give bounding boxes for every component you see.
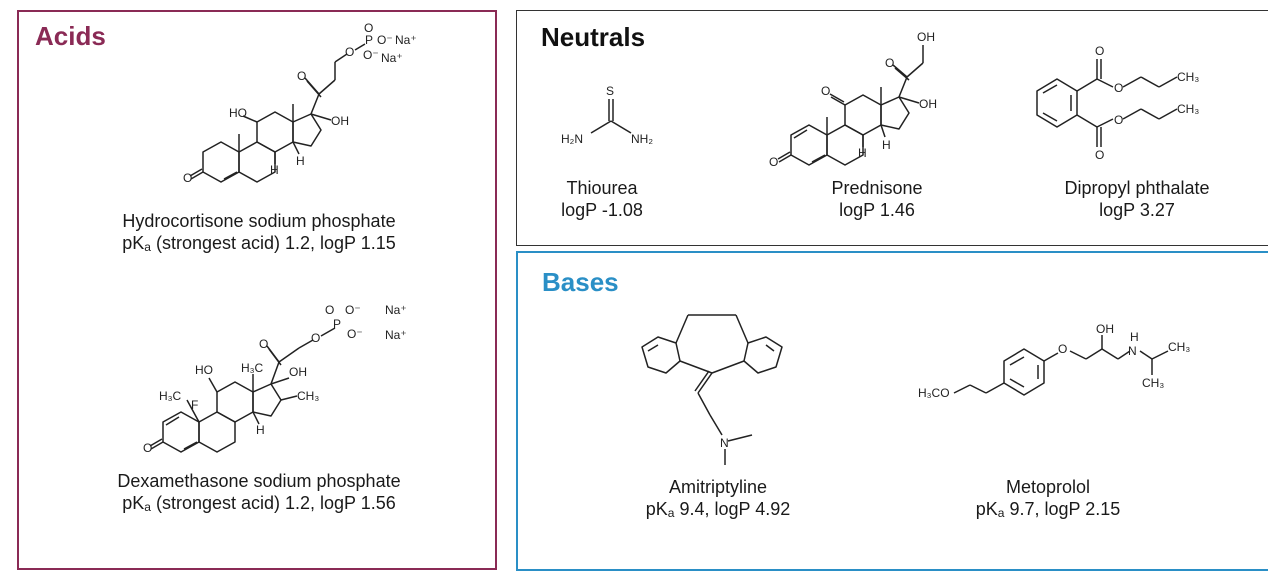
atom-label-p: P: [333, 317, 341, 331]
atom-label-h: H: [256, 423, 265, 437]
atom-label-oh: OH: [1096, 322, 1114, 336]
hydrocortisone-caption: Hydrocortisone sodium phosphate pKa (str…: [19, 210, 499, 254]
atom-label-s: S: [606, 84, 614, 98]
bases-title: Bases: [542, 267, 619, 297]
atom-label-o: O: [1095, 44, 1104, 58]
atom-label-ch3: CH₃: [297, 389, 319, 403]
compound-properties: logP -1.08: [561, 200, 643, 220]
atom-label-na-plus: Na⁺: [395, 33, 417, 47]
compound-name: Metoprolol: [1005, 477, 1091, 497]
atom-label-o: O: [183, 171, 192, 185]
atom-label-o: O: [1114, 113, 1123, 127]
compound-name: Thiourea: [566, 178, 638, 198]
atom-label-f: F: [191, 398, 198, 412]
atom-label-o-minus: O⁻: [363, 48, 379, 62]
atom-label-n: N: [720, 436, 729, 450]
compound-name: Dipropyl phthalate: [1064, 178, 1210, 198]
compound-name: Amitriptyline: [668, 477, 768, 497]
acids-title: Acids: [35, 21, 106, 51]
atom-label-oh: OH: [331, 114, 349, 128]
atom-label-ho: HO: [195, 363, 213, 377]
atom-label-na-plus: Na⁺: [385, 328, 407, 342]
prednisone-structure: O O O OH OH H H: [769, 30, 937, 169]
compound-properties: pKa 9.7, logP 2.15: [975, 499, 1121, 520]
atom-label-h: H: [296, 154, 305, 168]
atom-label-oh: OH: [289, 365, 307, 379]
neutrals-title: Neutrals: [541, 22, 646, 52]
atom-label-h3c: H₃C: [241, 361, 264, 375]
atom-label-h: H: [1130, 330, 1139, 344]
dipropyl-phthalate-structure: O O O O CH₃ CH₃: [1036, 44, 1199, 162]
atom-label-ch3: CH₃: [1168, 340, 1190, 354]
metoprolol-caption: Metoprolol pKa 9.7, logP 2.15: [938, 476, 1158, 520]
thiourea-structure: S H₂N NH₂: [561, 84, 653, 146]
atom-label-o: O: [364, 21, 373, 35]
atom-label-h: H: [858, 146, 867, 160]
compound-name: Hydrocortisone sodium phosphate: [122, 211, 396, 231]
atom-label-o-minus: O⁻: [377, 33, 393, 47]
prednisone-caption: Prednisone logP 1.46: [777, 177, 977, 221]
amitriptyline-structure: N: [641, 314, 783, 465]
atom-label-o: O: [345, 45, 354, 59]
dexamethasone-caption: Dexamethasone sodium phosphate pKa (stro…: [19, 470, 499, 514]
compound-properties: logP 1.46: [839, 200, 915, 220]
compound-properties: logP 3.27: [1099, 200, 1175, 220]
atom-label-oh: OH: [919, 97, 937, 111]
atom-label-o: O: [1058, 342, 1067, 356]
atom-label-o: O: [297, 69, 306, 83]
atom-label-o: O: [1114, 81, 1123, 95]
compound-name: Prednisone: [831, 178, 923, 198]
dipropyl-phthalate-caption: Dipropyl phthalate logP 3.27: [1017, 177, 1257, 221]
atom-label-oh: OH: [917, 30, 935, 44]
atom-label-na-plus: Na⁺: [385, 303, 407, 317]
atom-label-o-minus: O⁻: [347, 327, 363, 341]
atom-label-o: O: [259, 337, 268, 351]
atom-label-h3co: H₃CO: [918, 386, 950, 400]
compound-properties: pKa (strongest acid) 1.2, logP 1.15: [122, 233, 396, 254]
thiourea-caption: Thiourea logP -1.08: [527, 177, 677, 221]
atom-label-na-plus: Na⁺: [381, 51, 403, 65]
neutrals-panel: Neutrals S H₂N NH₂ Thiourea logP -1.08: [516, 10, 1268, 246]
dexamethasone-structure: O H₃C F HO H₃C H CH₃ OH O O P O O⁻ O⁻ Na…: [143, 303, 407, 455]
atom-label-h3c: H₃C: [159, 389, 182, 403]
atom-label-ho: HO: [229, 106, 247, 120]
atom-label-o: O: [821, 84, 830, 98]
hydrocortisone-structure: O HO H H OH O O P O O⁻ O⁻ Na⁺ Na⁺: [183, 21, 417, 185]
amitriptyline-caption: Amitriptyline pKa 9.4, logP 4.92: [608, 476, 828, 520]
compound-properties: pKa (strongest acid) 1.2, logP 1.56: [122, 493, 396, 514]
atom-label-ch3: CH₃: [1177, 102, 1199, 116]
atom-label-h: H: [882, 138, 891, 152]
compound-name: Dexamethasone sodium phosphate: [117, 471, 401, 491]
atom-label-o: O: [1095, 148, 1104, 162]
atom-label-o: O: [885, 56, 894, 70]
compound-properties: pKa 9.4, logP 4.92: [645, 499, 791, 520]
atom-label-o: O: [311, 331, 320, 345]
atom-label-nh: N: [1128, 344, 1137, 358]
atom-label-nh2: NH₂: [631, 132, 653, 146]
atom-label-ch3: CH₃: [1177, 70, 1199, 84]
atom-label-o: O: [325, 303, 334, 317]
atom-label-o-minus: O⁻: [345, 303, 361, 317]
atom-label-ch3: CH₃: [1142, 376, 1164, 390]
metoprolol-structure: H₃CO O OH N H CH₃ CH₃: [918, 322, 1190, 400]
atom-label-o: O: [143, 441, 152, 455]
atom-label-o: O: [769, 155, 778, 169]
bases-panel: Bases N Amitriptyline pKa 9.4, logP 4.92…: [516, 251, 1268, 571]
acids-panel: Acids O HO H H OH O: [17, 10, 497, 570]
atom-label-h2n: H₂N: [561, 132, 583, 146]
atom-label-h: H: [270, 163, 279, 177]
atom-label-p: P: [365, 33, 373, 47]
